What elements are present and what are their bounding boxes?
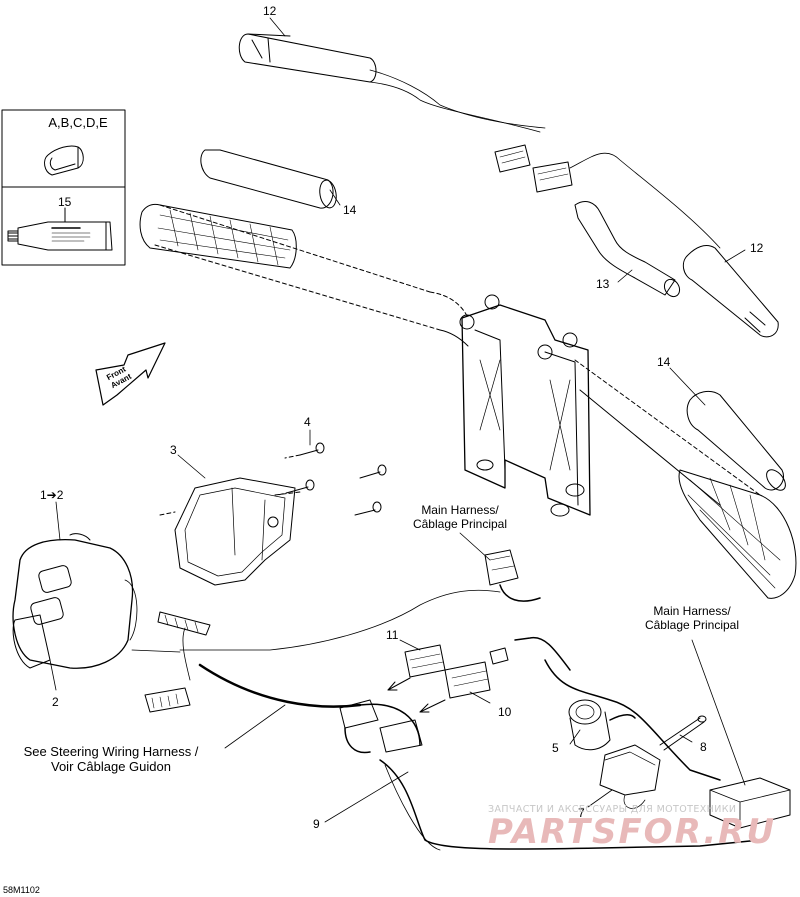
callout-10: 10 [498, 705, 512, 719]
control-module [709, 777, 791, 829]
leader-lines [49, 17, 746, 823]
note-main-harness-1: Main Harness/ Câblage Principal [390, 503, 530, 531]
switch-bracket [599, 744, 661, 809]
heated-grip-switch [568, 699, 636, 751]
note-steering-harness-fr: Voir Câblage Guidon [51, 759, 171, 774]
grip-sleeve-left [200, 149, 337, 209]
note-main-harness-2-fr: Câblage Principal [644, 618, 740, 632]
note-main-harness-1-fr: Câblage Principal [412, 517, 508, 531]
callout-9: 9 [313, 817, 320, 831]
callout-4: 4 [304, 415, 311, 429]
heated-grip-element-right [682, 245, 779, 338]
grease-tube-icon [7, 221, 113, 251]
connectors-9-10-11 [339, 644, 509, 754]
callout-7: 7 [578, 806, 585, 820]
throttle-tube [574, 201, 681, 298]
callout-1-2: 1➔2 [40, 488, 64, 502]
callout-8: 8 [700, 740, 707, 754]
grip-sleeve-right [686, 390, 786, 491]
watermark-tagline: ЗАПЧАСТИ И АКСЕССУАРЫ ДЛЯ МОТОТЕХНИКИ [488, 804, 737, 815]
callout-14-right: 14 [657, 355, 671, 369]
note-steering-harness: See Steering Wiring Harness / Voir Câbla… [2, 744, 220, 774]
screws [277, 442, 387, 516]
callout-2: 2 [52, 695, 59, 709]
watermark-logo: PARTSFOR.RU [488, 812, 777, 852]
pin [659, 715, 707, 751]
callout-11: 11 [386, 628, 399, 642]
callout-14-top: 14 [343, 203, 357, 217]
callout-12-right: 12 [750, 241, 764, 255]
heated-grip-element-left [238, 33, 546, 133]
note-main-harness-1-en: Main Harness/ [421, 503, 499, 517]
inset-kit-label: A,B,C,D,E [48, 115, 108, 130]
grip-connectors [494, 144, 721, 249]
inset-box [1, 109, 126, 266]
callout-15: 15 [58, 195, 72, 209]
callout-13: 13 [596, 277, 610, 291]
diagram-id: 58M1102 [3, 885, 40, 895]
hand-control-switch [12, 533, 181, 669]
callout-5: 5 [552, 741, 559, 755]
callout-12-top: 12 [263, 4, 277, 18]
note-main-harness-2: Main Harness/ Câblage Principal [622, 604, 762, 632]
riser-block [459, 294, 591, 517]
front-direction-arrow [95, 342, 166, 406]
handlebar [139, 203, 797, 599]
switch-housing [159, 477, 301, 586]
note-main-harness-2-en: Main Harness/ [653, 604, 731, 618]
note-steering-harness-en: See Steering Wiring Harness / [23, 744, 199, 759]
callout-3: 3 [170, 443, 177, 457]
